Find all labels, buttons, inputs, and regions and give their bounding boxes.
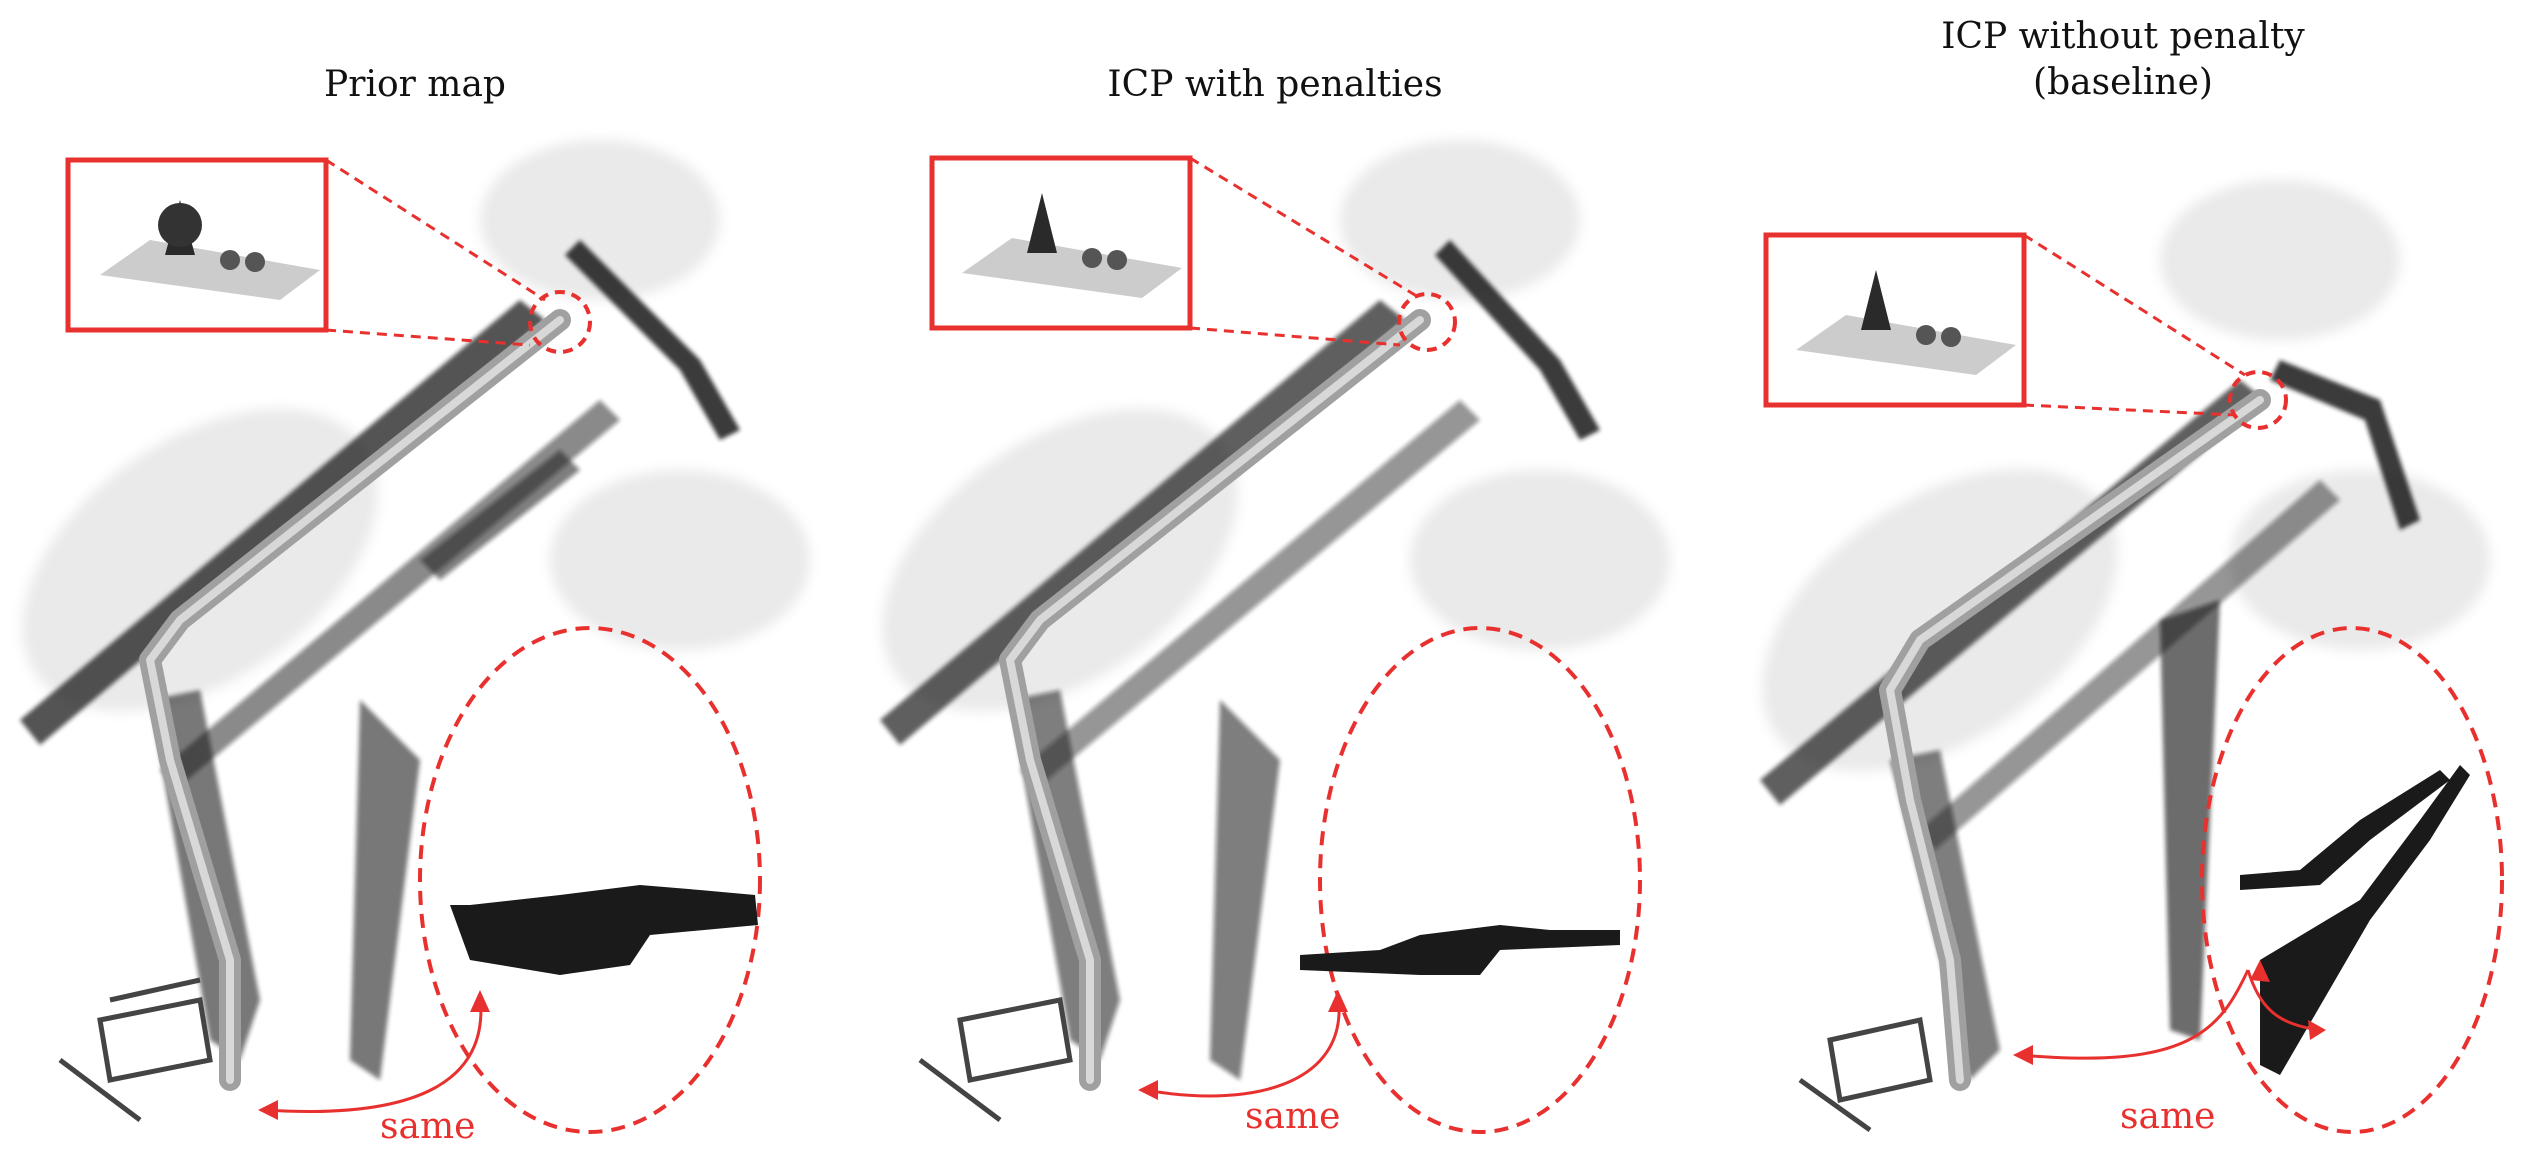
cross-section-ellipse (418, 626, 762, 1134)
map-view: same (20, 140, 810, 1147)
arrowhead (2308, 1020, 2326, 1040)
panel-icp-with-penalties: ICP with penalties (860, 0, 1690, 1154)
tree-inset-icon (100, 200, 320, 300)
panel-prior-map: Prior map (0, 0, 830, 1154)
panel-icp-baseline: ICP without penalty (baseline) (1720, 0, 2526, 1154)
building (918, 997, 1073, 1122)
panel-title: Prior map (0, 62, 830, 108)
arrowhead (2250, 960, 2270, 982)
curved-arrow (1144, 994, 1341, 1098)
cross-section-profile (1300, 925, 1620, 975)
panel-title-line-1: Prior map (324, 64, 506, 105)
panel-title-line-1: ICP with penalties (1107, 64, 1443, 105)
cross-section-ellipse (2200, 626, 2504, 1134)
tree-inset-icon (962, 193, 1182, 298)
leader-lines (325, 158, 546, 347)
point-cloud-haze (882, 140, 1670, 712)
panel-title-line-1: ICP without penalty (1941, 16, 2305, 57)
annotation-label: same (1245, 1096, 1340, 1137)
curved-arrow (264, 994, 483, 1113)
dashed-circle-marker (1397, 292, 1457, 352)
cross-section-profile (2240, 765, 2470, 1075)
arrowhead (1328, 990, 1348, 1012)
panel-title-line-2: (baseline) (2033, 62, 2213, 103)
building (58, 977, 213, 1122)
panel-title: ICP with penalties (860, 62, 1690, 108)
leader-lines (1189, 156, 1416, 347)
road (1886, 396, 2264, 1084)
dashed-circle-marker (2228, 370, 2288, 430)
road (1006, 316, 1424, 1084)
building (1798, 1016, 1933, 1133)
cross-section-profile (450, 885, 758, 975)
annotation-label: same (2120, 1096, 2215, 1137)
dashed-circle-marker (528, 290, 592, 354)
arrowhead (1138, 1080, 1158, 1100)
arrowhead (2013, 1045, 2033, 1065)
curved-arrow (2019, 969, 2321, 1060)
point-cloud-haze (22, 140, 810, 712)
map-view: same (1760, 180, 2504, 1137)
cross-section-ellipse (1318, 626, 1642, 1134)
map-view: same (880, 140, 1670, 1137)
annotation-label: same (380, 1106, 475, 1147)
inset-box (929, 155, 1193, 331)
arrowhead (470, 990, 490, 1012)
inset-box (65, 157, 329, 333)
panel-title: ICP without penalty (baseline) (1720, 14, 2526, 106)
tree-inset-icon (1796, 270, 2016, 375)
leader-lines (2023, 233, 2246, 417)
arrowhead (258, 1100, 278, 1120)
inset-box (1763, 232, 2027, 408)
